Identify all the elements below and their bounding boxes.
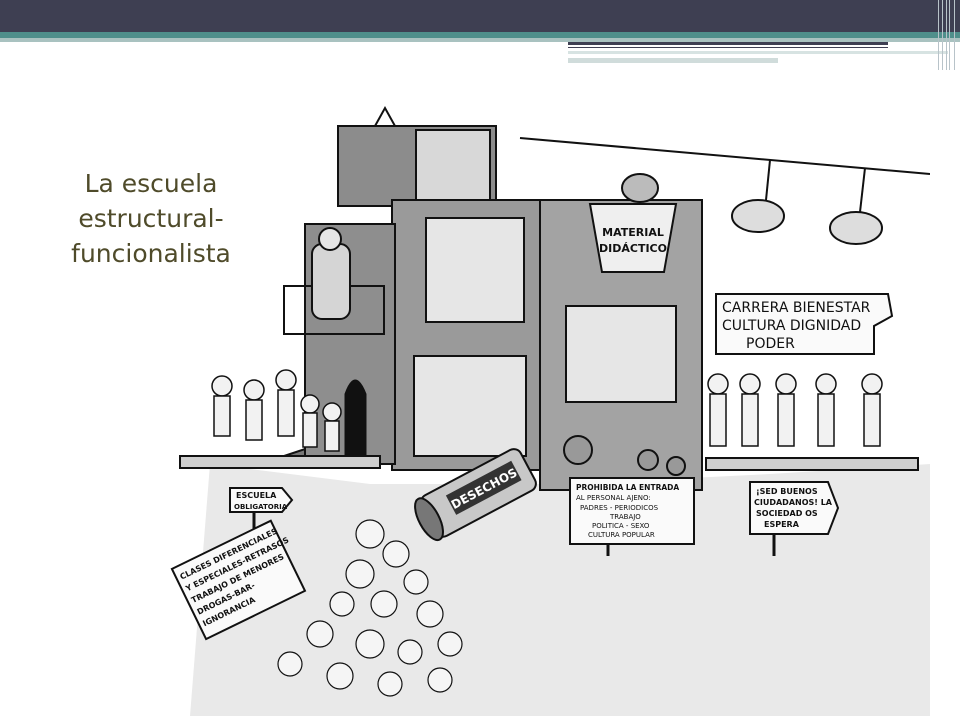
accent-line-light	[0, 38, 960, 42]
prohibited-sign-line: AL PERSONAL AJENO:	[576, 494, 651, 502]
citizens-sign-line: SOCIEDAD OS	[756, 509, 818, 518]
school-factory-cartoon: MATERIAL DIDÁCTICO CARRERA BIENESTAR CUL…	[170, 105, 930, 716]
top-bar	[0, 0, 960, 32]
prohibited-sign-line: TRABAJO	[609, 513, 641, 521]
decor-line	[568, 58, 778, 63]
material-sign-line: MATERIAL	[602, 226, 664, 239]
school-sign-line: OBLIGATORIA	[234, 503, 288, 511]
citizens-sign-line: ESPERA	[764, 520, 800, 529]
prohibited-sign-line: PADRES - PERIODICOS	[580, 504, 659, 512]
decor-line	[568, 42, 888, 45]
citizens-sign-line: CIUDADANOS! LA	[754, 498, 833, 507]
prohibited-sign-line: POLITICA - SEXO	[592, 522, 650, 530]
corner-decoration	[932, 0, 960, 70]
prohibited-sign-line: PROHIBIDA LA ENTRADA	[576, 483, 679, 492]
decor-line	[568, 51, 948, 54]
prohibited-sign-line: CULTURA POPULAR	[588, 531, 655, 539]
decor-line	[568, 47, 888, 48]
material-sign-line: DIDÁCTICO	[599, 242, 667, 255]
school-sign-line: ESCUELA	[236, 491, 277, 500]
slide-title: La escuela estructural-funcionalista	[71, 169, 231, 268]
career-sign-line: CULTURA DIGNIDAD	[722, 318, 861, 334]
accent-line	[0, 32, 960, 38]
career-sign-line: CARRERA BIENESTAR	[722, 300, 871, 316]
citizens-sign-line: ¡SED BUENOS	[756, 487, 818, 496]
career-sign-line: PODER	[746, 336, 795, 352]
